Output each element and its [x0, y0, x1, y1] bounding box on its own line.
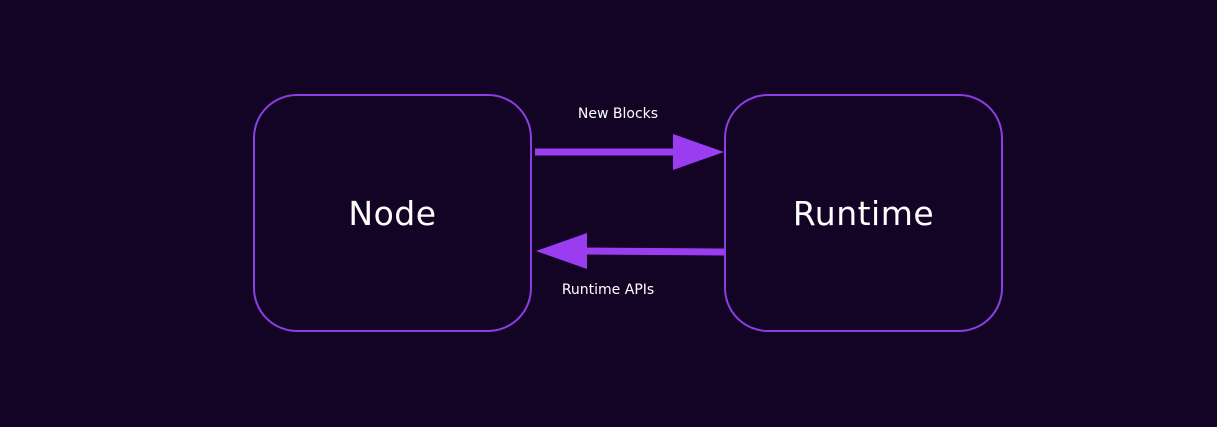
node-label: Node: [348, 193, 437, 233]
node-box: Node: [253, 94, 532, 332]
edge-label-runtime-apis: Runtime APIs: [561, 282, 655, 298]
arrow-new-blocks: [535, 134, 724, 170]
arrow-runtime-apis: [536, 233, 725, 269]
edge-label-new-blocks: New Blocks: [577, 106, 659, 122]
runtime-box: Runtime: [724, 94, 1003, 332]
runtime-label: Runtime: [792, 193, 935, 233]
